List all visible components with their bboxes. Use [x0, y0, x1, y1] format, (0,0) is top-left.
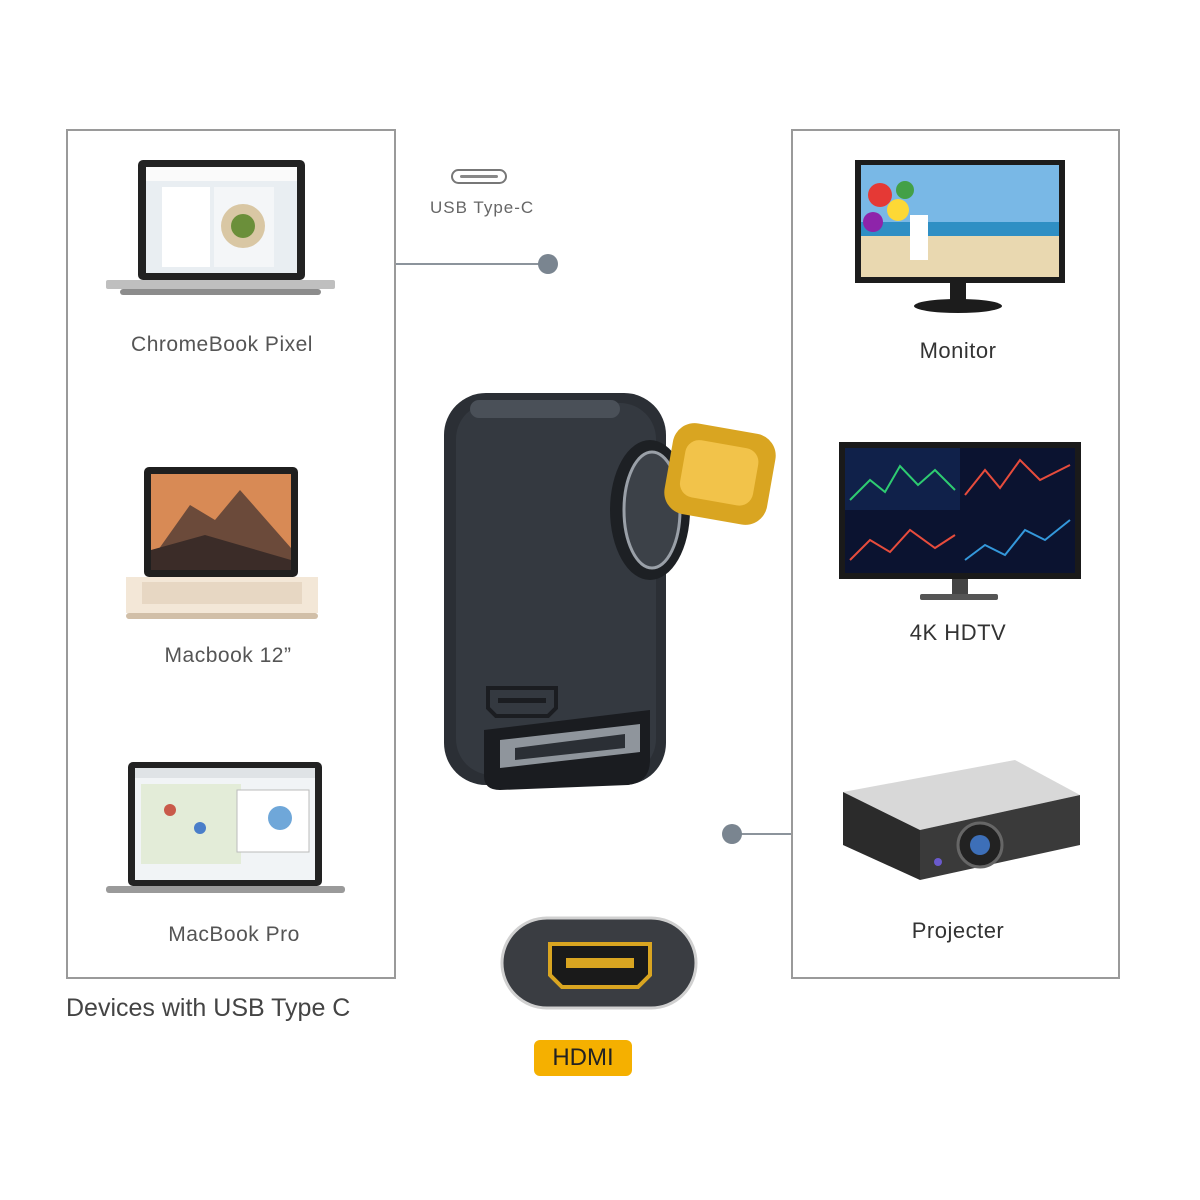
device-label-projector: Projecter [911, 918, 1005, 943]
usb-type-c-label: USB Type-C [430, 198, 535, 217]
device-label-monitor: Monitor [919, 338, 997, 363]
device-label-4k-hdtv: 4K HDTV [909, 620, 1007, 645]
source-devices-caption: Devices with USB Type C [66, 994, 351, 1022]
hdmi-badge: HDMI [534, 1040, 632, 1076]
device-label-macbook-pro: MacBook Pro [168, 923, 300, 946]
device-label-macbook-12: Macbook 12” [164, 644, 292, 667]
device-label-chromebook: ChromeBook Pixel [131, 333, 313, 356]
